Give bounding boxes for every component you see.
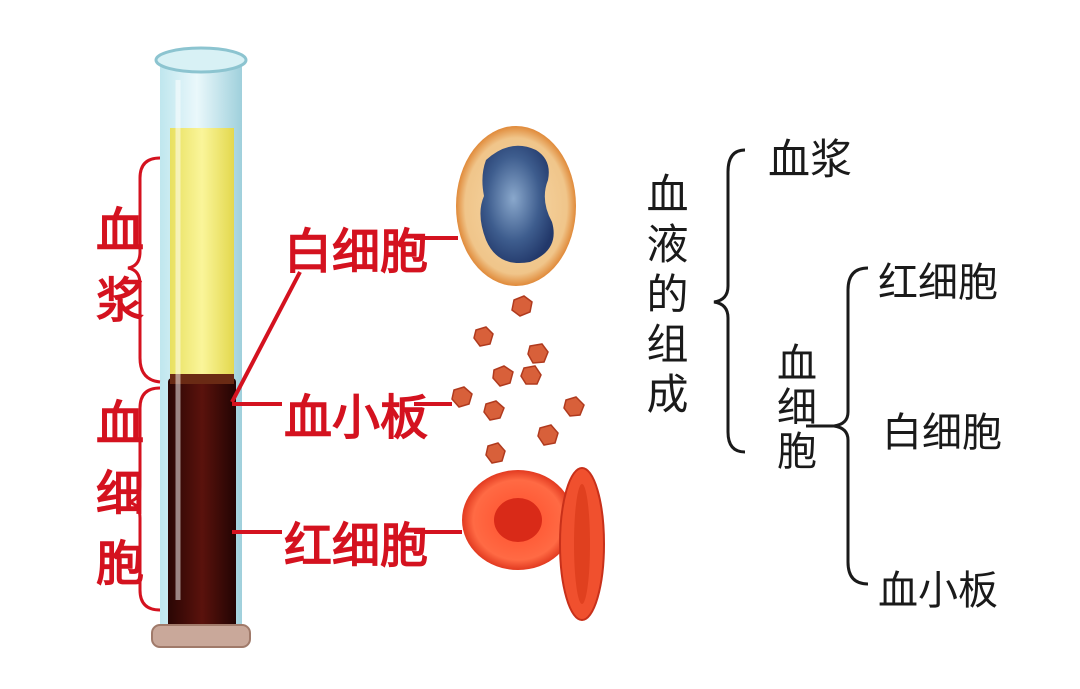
tree-red-cell-label: 红细胞	[878, 260, 998, 306]
cells-layer	[168, 378, 236, 636]
blood-composition-title: 血液的组成	[640, 172, 689, 422]
white-cell-pointer-diag	[230, 271, 302, 403]
plasma-label: 血浆	[87, 205, 143, 345]
white-blood-cell-illustration	[456, 126, 576, 286]
platelet	[451, 386, 473, 408]
red-cell-label: 红细胞	[284, 518, 429, 574]
platelet	[511, 295, 533, 317]
blood-cells-brace	[833, 266, 869, 586]
red-cell-side-shade	[574, 484, 590, 604]
platelet	[485, 442, 506, 464]
tube-rim	[154, 46, 248, 74]
platelet	[473, 326, 494, 347]
platelet	[483, 400, 505, 421]
tree-platelet-label: 血小板	[878, 568, 998, 614]
tree-blood-cells-label: 血细胞	[770, 342, 816, 474]
blood-cells-label: 血细胞	[87, 398, 143, 608]
cells-brace	[127, 386, 161, 612]
tube-base	[151, 624, 251, 648]
platelet	[520, 365, 542, 385]
plasma-layer	[170, 128, 234, 380]
tree-white-cell-label: 白细胞	[882, 410, 1002, 456]
white-cell-label: 白细胞	[284, 224, 429, 280]
test-tube	[151, 46, 251, 648]
platelet	[492, 365, 514, 387]
plasma-brace	[127, 156, 161, 384]
red-cell-center	[494, 498, 542, 542]
platelet	[537, 424, 559, 446]
platelet	[563, 396, 585, 417]
white-cell-nucleus	[480, 145, 554, 264]
red-blood-cell-illustration	[462, 467, 605, 621]
platelet-label: 血小板	[284, 390, 429, 446]
blood-brace	[713, 148, 746, 454]
platelets-illustration	[451, 295, 585, 464]
platelet	[527, 343, 549, 364]
buffy-coat-layer	[170, 374, 234, 384]
tree-plasma-label: 血浆	[768, 135, 853, 184]
